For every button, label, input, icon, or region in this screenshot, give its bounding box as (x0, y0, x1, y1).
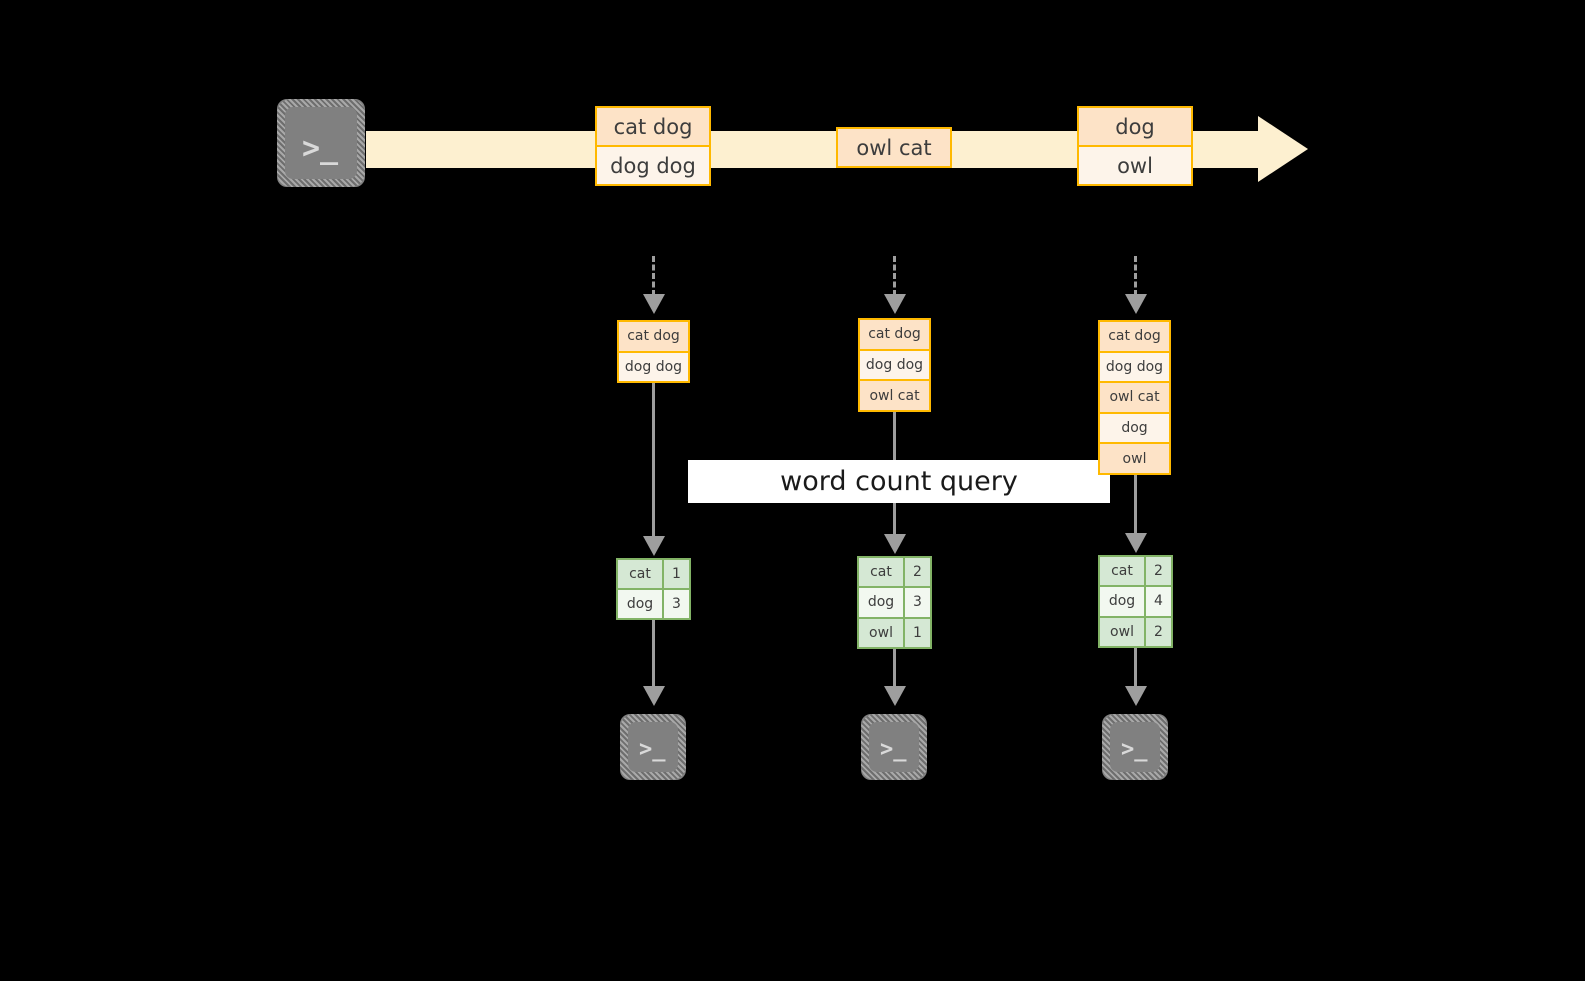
snapshot-3-input-row-3-overlay: owl cat (1100, 381, 1169, 412)
snapshot-3-result-count-1: 2 (1144, 557, 1171, 586)
snapshot-1-output-line (652, 620, 655, 688)
snapshot-2-output-terminal-icon: >_ (861, 714, 927, 780)
snapshot-3-result-count-3: 2 (1144, 617, 1171, 646)
table-row: owl 2 (1100, 615, 1171, 646)
snapshot-1-dashed-line (652, 256, 655, 296)
stream-event-1: cat dog dog dog (595, 106, 711, 186)
snapshot-2-input-row-2: dog dog (860, 348, 929, 380)
stream-event-2-line-1: owl cat (838, 129, 950, 166)
snapshot-2-input-row-1: cat dog (860, 320, 929, 349)
snapshot-2-output-line (893, 649, 896, 688)
table-row: cat 2 (1100, 557, 1171, 586)
terminal-body (285, 107, 357, 179)
snapshot-1-result-word-1: cat (618, 560, 662, 588)
snapshot-2-result-table: cat 2 dog 3 owl 1 (857, 556, 932, 649)
snapshot-1-input-row-2: dog dog (619, 350, 688, 381)
snapshot-1-query-line (652, 383, 655, 538)
snapshot-3-input-row-5-overlay: owl (1100, 442, 1169, 473)
stream-event-1-line-2: dog dog (597, 145, 709, 184)
terminal-prompt-glyph: >_ (639, 737, 666, 762)
source-terminal-icon: >_ (277, 99, 365, 187)
snapshot-2-input-box: cat dog dog dog owl cat (858, 318, 931, 412)
stream-event-3-line-1: dog (1079, 108, 1191, 145)
snapshot-2-result-word-2: dog (859, 588, 903, 617)
stream-event-3: dog owl (1077, 106, 1193, 186)
snapshot-3-result-word-3: owl (1100, 617, 1144, 646)
snapshot-3-output-line (1134, 648, 1137, 688)
stream-timeline-arrowhead (1258, 116, 1308, 182)
snapshot-3-output-terminal-icon: >_ (1102, 714, 1168, 780)
snapshot-1-input-row-1: cat dog (619, 322, 688, 351)
snapshot-2-result-count-1: 2 (903, 558, 930, 587)
word-count-query-banner: word count query (688, 460, 1110, 503)
table-row: owl 1 (859, 616, 930, 647)
terminal-body (869, 722, 919, 772)
snapshot-3-dashed-line (1134, 256, 1137, 296)
snapshot-3-result-table: cat 2 dog 4 owl 2 (1098, 555, 1173, 648)
snapshot-2-output-arrowhead (884, 686, 906, 706)
table-row: cat 2 (859, 558, 930, 587)
table-row: dog 4 (1100, 585, 1171, 616)
snapshot-3-input-row-2-overlay: dog dog (1100, 350, 1169, 382)
snapshot-2-result-count-3: 1 (903, 618, 930, 647)
snapshot-1-query-arrowhead (643, 536, 665, 556)
snapshot-1-input-box: cat dog dog dog (617, 320, 690, 383)
snapshot-3-output-arrowhead (1125, 686, 1147, 706)
snapshot-1-result-table: cat 1 dog 3 (616, 558, 691, 620)
snapshot-3-query-arrowhead (1125, 533, 1147, 553)
terminal-prompt-glyph: >_ (880, 737, 907, 762)
snapshot-1-output-terminal-icon: >_ (620, 714, 686, 780)
snapshot-3-result-word-2: dog (1100, 587, 1144, 616)
snapshot-3-input-row-4-overlay: dog (1100, 411, 1169, 443)
stream-event-1-line-1: cat dog (597, 108, 709, 145)
snapshot-2-input-row-3: owl cat (860, 379, 929, 411)
table-row: dog 3 (859, 586, 930, 617)
snapshot-1-output-arrowhead (643, 686, 665, 706)
snapshot-1-result-count-2: 3 (662, 590, 689, 618)
snapshot-2-result-count-2: 3 (903, 588, 930, 617)
snapshot-1-dashed-arrowhead (643, 294, 665, 314)
terminal-body (628, 722, 678, 772)
snapshot-2-dashed-arrowhead (884, 294, 906, 314)
word-count-query-label: word count query (780, 466, 1018, 497)
snapshot-3-input-row-1-overlay: cat dog (1100, 322, 1169, 351)
snapshot-2-query-arrowhead (884, 534, 906, 554)
table-row: dog 3 (618, 588, 689, 618)
terminal-body (1110, 722, 1160, 772)
snapshot-3-result-word-1: cat (1100, 557, 1144, 586)
terminal-prompt-glyph: >_ (1121, 737, 1148, 762)
snapshot-3-input-box-overlay: cat dog dog dog owl cat dog owl (1098, 320, 1171, 475)
table-row: cat 1 (618, 560, 689, 588)
snapshot-3-query-line (1134, 475, 1137, 535)
stream-event-2: owl cat (836, 127, 952, 168)
terminal-prompt-glyph: >_ (302, 131, 339, 166)
snapshot-2-result-word-3: owl (859, 618, 903, 647)
snapshot-3-result-count-2: 4 (1144, 587, 1171, 616)
snapshot-1-result-word-2: dog (618, 590, 662, 618)
snapshot-2-result-word-1: cat (859, 558, 903, 587)
snapshot-3-dashed-arrowhead (1125, 294, 1147, 314)
stream-event-3-line-2: owl (1079, 145, 1191, 184)
snapshot-2-dashed-line (893, 256, 896, 296)
snapshot-1-result-count-1: 1 (662, 560, 689, 588)
